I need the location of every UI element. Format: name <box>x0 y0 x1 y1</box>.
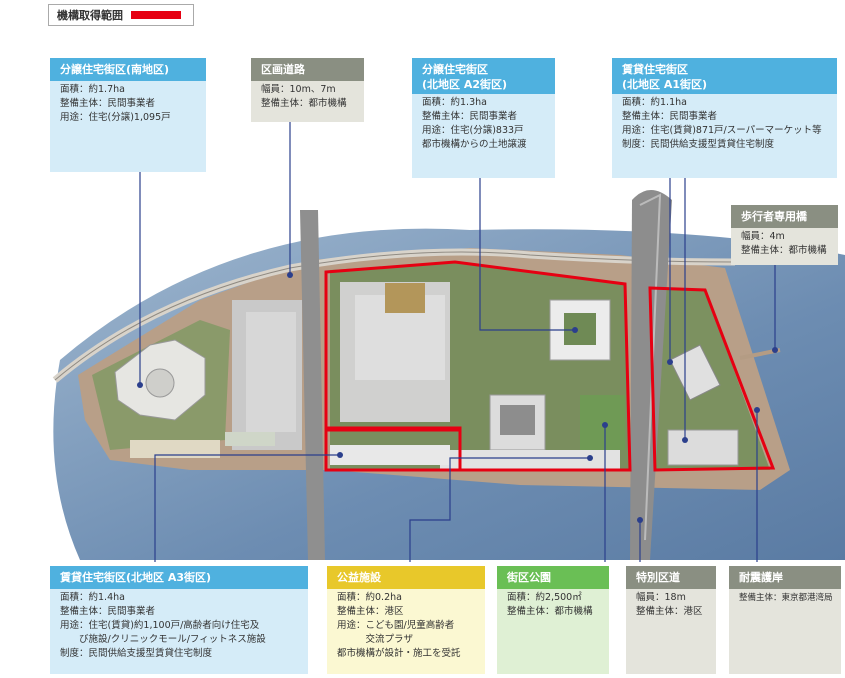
box-line: び施設/クリニックモール/フィットネス施設 <box>60 634 266 645</box>
box-line: 都市機構が設計・施工を受託 <box>337 648 461 659</box>
box-line: 幅員：10m、7m <box>261 84 336 95</box>
box-line: 整備主体：都市機構 <box>741 245 827 256</box>
box-line: 整備主体：都市機構 <box>507 606 593 617</box>
box-a3-block: 賃貸住宅街区(北地区 A3街区) 面積：約1.4ha 整備主体：民間事業者 用途… <box>50 566 308 674</box>
box-title: 賃貸住宅街区(北地区 A3街区) <box>50 566 308 589</box>
road-west <box>300 210 325 560</box>
box-line: 整備主体：港区 <box>337 606 404 617</box>
box-block-road: 区画道路 幅員：10m、7m 整備主体：都市機構 <box>251 58 364 122</box>
legend-label: 機構取得範囲 <box>57 9 123 22</box>
box-line: 用途：住宅(賃貸)約1,100戸/高齢者向け住宅及 <box>60 620 260 631</box>
box-line: 整備主体：港区 <box>636 606 703 617</box>
box-title: 特別区道 <box>626 566 716 589</box>
box-line: 面積：約2,500㎡ <box>507 592 582 603</box>
box-title: 分譲住宅街区(南地区) <box>50 58 206 81</box>
box-title: 歩行者専用橋 <box>731 205 838 228</box>
box-line: 都市機構からの土地譲渡 <box>422 139 527 150</box>
box-line: 制度：民間供給支援型賃貸住宅制度 <box>622 139 775 150</box>
box-line: 整備主体：民間事業者 <box>60 606 156 617</box>
box-line: 整備主体：民間事業者 <box>622 111 718 122</box>
boundary-a3 <box>324 428 462 472</box>
box-pedestrian-bridge: 歩行者専用橋 幅員：4m 整備主体：都市機構 <box>731 205 838 265</box>
box-subtitle: (北地区 A1街区) <box>622 78 708 91</box>
box-line: 整備主体：東京都港湾局 <box>739 593 833 603</box>
box-title: 区画道路 <box>251 58 364 81</box>
box-line: 面積：約1.7ha <box>60 84 125 95</box>
box-subtitle: (北地区 A2街区) <box>422 78 508 91</box>
box-title: 賃貸住宅街区 <box>622 63 688 76</box>
box-title: 街区公園 <box>497 566 609 589</box>
box-line: 面積：約1.4ha <box>60 592 125 603</box>
legend-swatch <box>131 11 181 19</box>
box-title: 分譲住宅街区 <box>422 63 488 76</box>
box-line: 幅員：18m <box>636 592 686 603</box>
box-public-facility: 公益施設 面積：約0.2ha 整備主体：港区 用途：こども園/児童高齢者 交流プ… <box>327 566 485 674</box>
box-line: 整備主体：民間事業者 <box>60 98 156 109</box>
boundary-a1 <box>648 286 776 472</box>
box-line: 幅員：4m <box>741 231 785 242</box>
box-line: 用途：こども園/児童高齢者 <box>337 620 455 631</box>
legend: 機構取得範囲 <box>48 4 194 26</box>
box-line: 面積：約0.2ha <box>337 592 402 603</box>
box-south-district: 分譲住宅街区(南地区) 面積：約1.7ha 整備主体：民間事業者 用途：住宅(分… <box>50 58 206 172</box>
box-line: 交流プラザ <box>337 634 414 645</box>
box-line: 面積：約1.1ha <box>622 97 687 108</box>
box-line: 用途：住宅(分譲)1,095戸 <box>60 112 171 123</box>
box-special-ward-road: 特別区道 幅員：18m 整備主体：港区 <box>626 566 716 674</box>
box-a2-block: 分譲住宅街区 (北地区 A2街区) 面積：約1.3ha 整備主体：民間事業者 用… <box>412 58 555 178</box>
box-line: 面積：約1.3ha <box>422 97 487 108</box>
box-title: 耐震護岸 <box>729 566 841 589</box>
box-line: 用途：住宅(分譲)833戸 <box>422 125 524 136</box>
box-line: 用途：住宅(賃貸)871戸/スーパーマーケット等 <box>622 125 822 136</box>
box-title: 公益施設 <box>327 566 485 589</box>
box-seismic-seawall: 耐震護岸 整備主体：東京都港湾局 <box>729 566 841 674</box>
box-line: 制度：民間供給支援型賃貸住宅制度 <box>60 648 213 659</box>
box-line: 整備主体：都市機構 <box>261 98 347 109</box>
box-a1-block: 賃貸住宅街区 (北地区 A1街区) 面積：約1.1ha 整備主体：民間事業者 用… <box>612 58 837 178</box>
box-block-park: 街区公園 面積：約2,500㎡ 整備主体：都市機構 <box>497 566 609 674</box>
boundary-north-a2 <box>324 260 632 472</box>
box-line: 整備主体：民間事業者 <box>422 111 518 122</box>
